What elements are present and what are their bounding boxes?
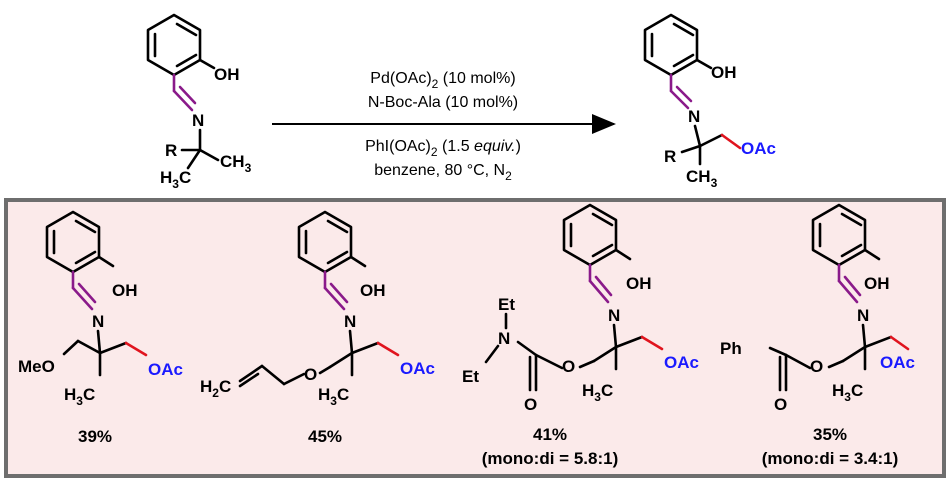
svg-text:OAc: OAc	[148, 360, 183, 379]
condition-catalyst: Pd(OAc)2 (10 mol%)	[370, 70, 515, 91]
svg-text:OH: OH	[112, 281, 138, 300]
svg-text:O: O	[810, 357, 823, 376]
product: OH N OAc R CH3	[643, 13, 776, 190]
svg-text:OH: OH	[864, 274, 890, 293]
yield-1: 39%	[78, 427, 112, 446]
svg-text:CH3: CH3	[686, 167, 718, 190]
condition-solvent: benzene, 80 °C, N2	[374, 162, 512, 183]
ratio-3: (mono:di = 5.8:1)	[482, 449, 618, 468]
svg-text:H3C: H3C	[582, 381, 613, 404]
svg-text:N: N	[192, 111, 204, 130]
svg-text:OH: OH	[626, 274, 652, 293]
svg-text:OH: OH	[360, 281, 386, 300]
svg-text:H3C: H3C	[832, 381, 863, 404]
svg-text:H2C: H2C	[200, 377, 231, 400]
svg-text:N: N	[688, 107, 700, 126]
svg-text:O: O	[304, 365, 317, 384]
svg-text:OAc: OAc	[741, 139, 776, 158]
svg-text:N: N	[498, 329, 510, 348]
starting-material: OH N R CH3 H3C	[146, 13, 252, 191]
condition-oxidant: PhI(OAc)2 (1.5 equiv.)	[365, 138, 521, 159]
svg-text:OAc: OAc	[664, 353, 699, 372]
svg-text:R: R	[664, 147, 676, 166]
scope-product-2: OH N O H2C OAc H3C	[200, 210, 435, 408]
svg-text:N: N	[857, 306, 869, 325]
svg-text:N: N	[92, 312, 104, 331]
svg-text:H3C: H3C	[160, 168, 191, 191]
yield-4: 35%	[813, 425, 847, 444]
svg-text:R: R	[165, 141, 177, 160]
svg-text:OH: OH	[711, 63, 737, 82]
yield-3: 41%	[533, 425, 567, 444]
ratio-4: (mono:di = 3.4:1)	[762, 449, 898, 468]
svg-text:O: O	[562, 357, 575, 376]
svg-text:N: N	[608, 306, 620, 325]
svg-text:Et: Et	[498, 295, 515, 314]
condition-ligand: N-Boc-Ala (10 mol%)	[368, 94, 518, 111]
scope-product-1: OH N MeO OAc H3C	[18, 210, 183, 408]
scope-box	[4, 198, 946, 478]
svg-text:N: N	[344, 312, 356, 331]
svg-text:OH: OH	[214, 65, 240, 84]
scope-product-3: OH N O O N Et Et OAc H3C	[462, 203, 699, 414]
svg-text:O: O	[524, 395, 537, 414]
svg-text:Et: Et	[462, 367, 479, 386]
svg-text:MeO: MeO	[18, 357, 55, 376]
svg-text:H3C: H3C	[318, 385, 349, 408]
svg-text:OAc: OAc	[400, 359, 435, 378]
svg-text:Ph: Ph	[720, 339, 742, 358]
scope-product-4: OH N O O Ph OAc H3C	[720, 203, 915, 414]
svg-text:CH3: CH3	[220, 152, 252, 175]
svg-text:O: O	[774, 395, 787, 414]
yield-2: 45%	[308, 427, 342, 446]
svg-text:OAc: OAc	[880, 353, 915, 372]
svg-text:H3C: H3C	[64, 385, 95, 408]
